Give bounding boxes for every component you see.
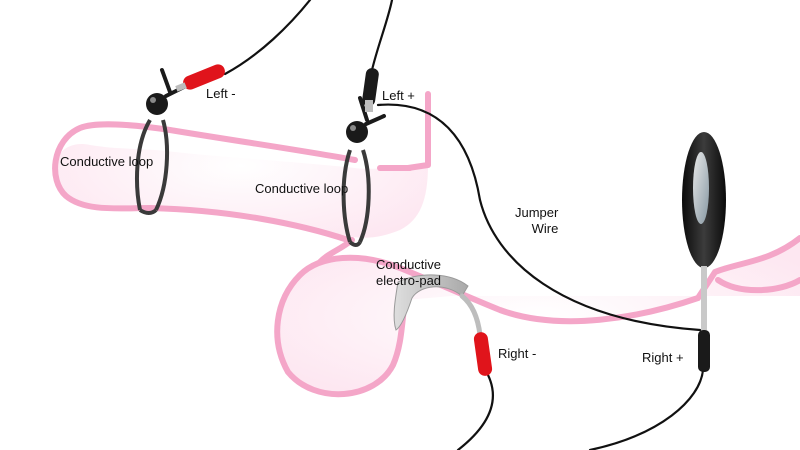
conductive-loop-left bbox=[135, 68, 188, 215]
label-pad-line1: Conductive bbox=[376, 257, 442, 272]
jumper-wire bbox=[376, 103, 702, 332]
wires bbox=[223, 0, 705, 450]
left-minus-connector bbox=[175, 64, 225, 92]
label-electro-pad: Conductive electro-pad bbox=[376, 257, 441, 289]
left-plus-wire bbox=[370, 0, 394, 72]
label-pad-line2: electro-pad bbox=[376, 273, 442, 288]
label-jumper-line2: Wire bbox=[531, 221, 559, 236]
conductive-loop-middle bbox=[341, 96, 386, 247]
plug-electrode bbox=[682, 132, 726, 372]
right-plus-wire bbox=[588, 368, 705, 450]
label-left-minus: Left - bbox=[206, 86, 236, 101]
label-left-plus: Left + bbox=[382, 88, 415, 103]
label-right-minus: Right - bbox=[498, 346, 537, 361]
label-jumper-line1: Jumper bbox=[515, 205, 559, 220]
conductive-electro-pad bbox=[393, 274, 483, 338]
label-right-plus: Right + bbox=[642, 350, 684, 365]
label-conductive-loop-2: Conductive loop bbox=[255, 181, 349, 196]
label-conductive-loop-1: Conductive loop bbox=[60, 154, 154, 169]
left-minus-wire bbox=[223, 0, 312, 76]
label-jumper-wire: Jumper Wire bbox=[515, 205, 558, 237]
right-minus-wire bbox=[456, 373, 494, 450]
right-minus-connector bbox=[473, 332, 493, 376]
body-outline bbox=[52, 91, 800, 398]
left-plus-connector bbox=[362, 68, 379, 112]
